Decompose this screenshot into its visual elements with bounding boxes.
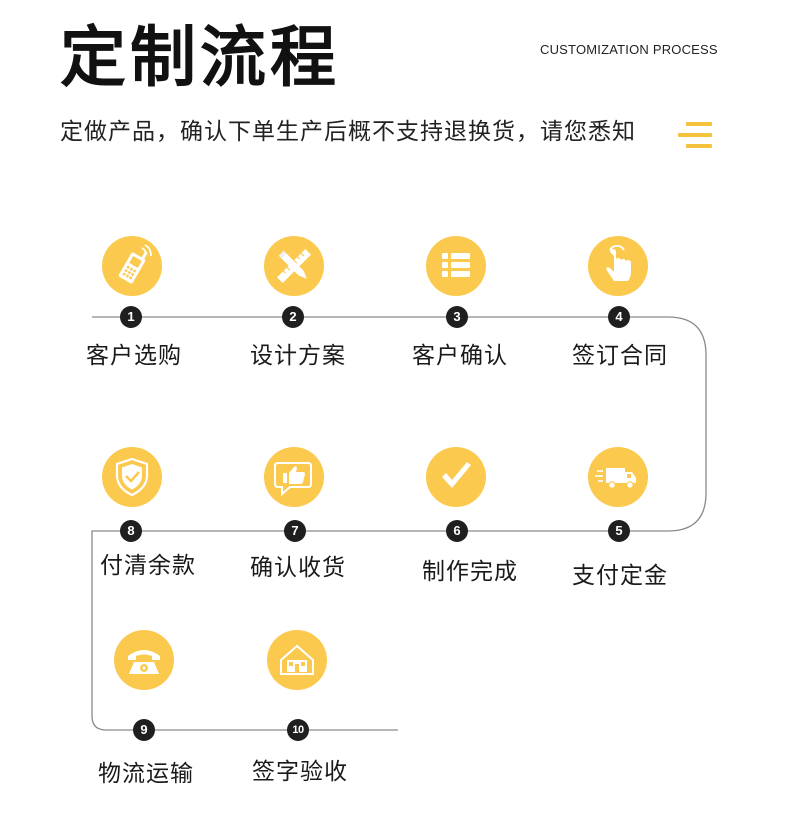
step-9-icon	[114, 630, 174, 690]
step-3-badge: 3	[446, 306, 468, 328]
step-8-icon	[102, 447, 162, 507]
step-4-label: 签订合同	[572, 343, 668, 369]
step-2-icon	[264, 236, 324, 296]
page-subtitle-english: CUSTOMIZATION PROCESS	[540, 42, 718, 57]
checkmark-icon	[442, 462, 471, 488]
list-icon	[442, 253, 470, 277]
step-10-icon	[267, 630, 327, 690]
step-8-label: 付清余款	[100, 553, 196, 579]
step-10-label: 签字验收	[252, 759, 348, 785]
step-7-icon	[264, 447, 324, 507]
pencil-ruler-icon	[277, 249, 311, 283]
step-6-label: 制作完成	[422, 559, 518, 585]
shield-check-icon	[115, 457, 149, 497]
page-title: 定制流程	[60, 19, 340, 96]
step-3-icon	[426, 236, 486, 296]
house-icon	[280, 644, 314, 675]
phone-icon	[118, 244, 152, 284]
step-10-badge: 10	[287, 719, 309, 741]
step-5-badge: 5	[608, 520, 630, 542]
step-6-icon	[426, 447, 486, 507]
telephone-icon	[128, 650, 160, 674]
step-2-badge: 2	[282, 306, 304, 328]
step-5-icon	[588, 447, 648, 507]
step-9-label: 物流运输	[98, 761, 194, 787]
step-7-label: 确认收货	[250, 555, 346, 581]
step-8-badge: 8	[120, 520, 142, 542]
step-4-badge: 4	[608, 306, 630, 328]
step-9-badge: 9	[133, 719, 155, 741]
step-3-label: 客户确认	[412, 343, 508, 369]
step-1-label: 客户选购	[86, 343, 182, 369]
step-1-icon	[102, 236, 162, 296]
step-2-label: 设计方案	[250, 343, 346, 369]
step-6-badge: 6	[446, 520, 468, 542]
tap-hand-icon	[606, 244, 631, 281]
step-4-icon	[588, 236, 648, 296]
notice-text: 定做产品，确认下单生产后概不支持退换货，请您悉知	[60, 119, 636, 145]
step-5-label: 支付定金	[572, 563, 668, 589]
menu-lines-icon	[678, 122, 714, 150]
step-1-badge: 1	[120, 306, 142, 328]
step-7-badge: 7	[284, 520, 306, 542]
delivery-truck-icon	[595, 468, 636, 489]
thumbs-up-chat-icon	[274, 462, 312, 497]
